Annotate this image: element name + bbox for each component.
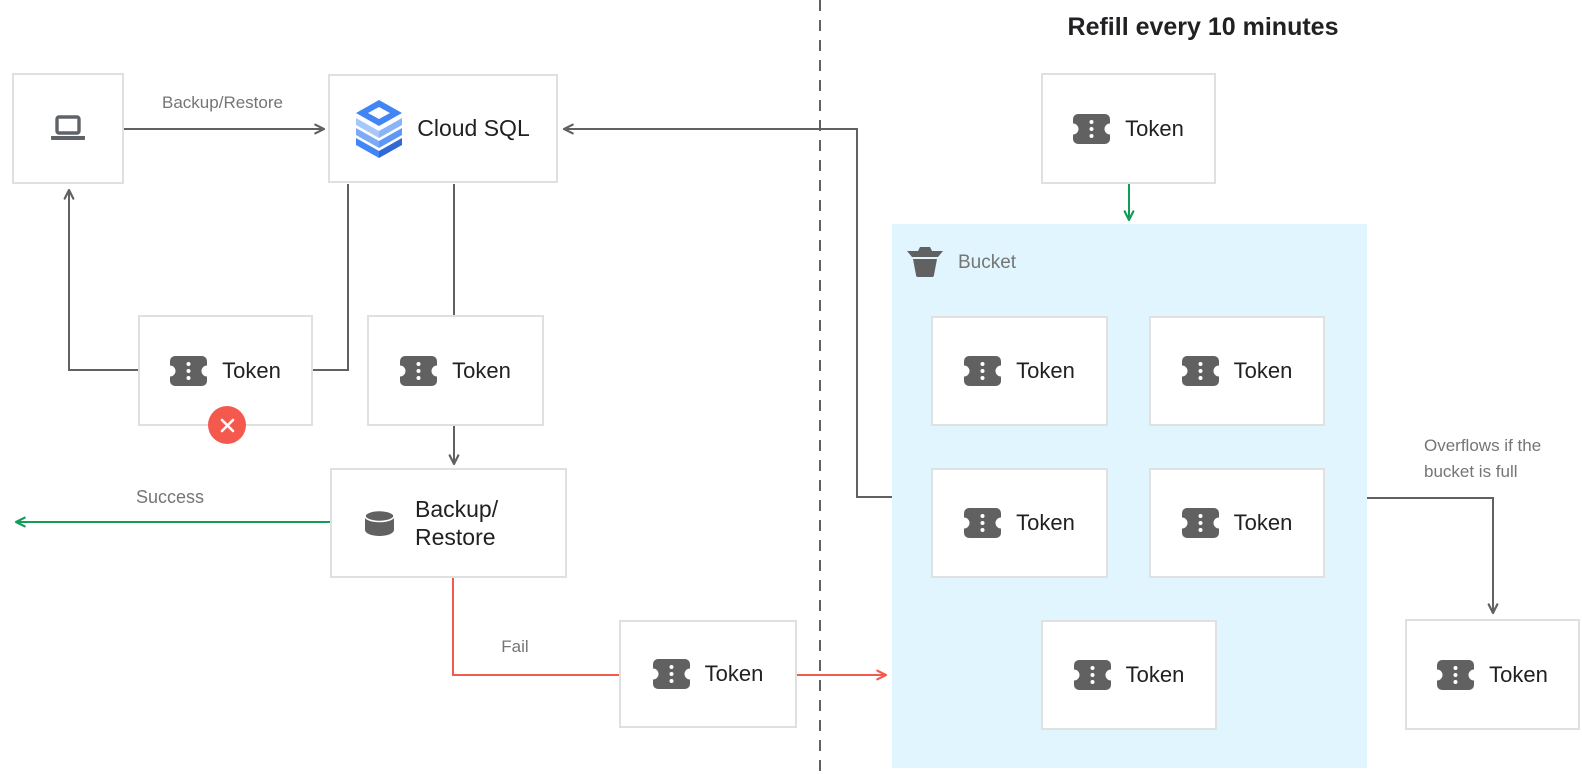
token-box-bucket-3: Token xyxy=(931,468,1108,578)
token-label: Token xyxy=(452,357,511,383)
token-label: Token xyxy=(1489,661,1548,687)
token-icon xyxy=(1437,659,1475,690)
token-box-bucket-1: Token xyxy=(931,316,1108,426)
token-icon xyxy=(170,355,208,386)
success-label: Success xyxy=(135,487,205,507)
backup-restore-label: Backup/ Restore xyxy=(415,495,498,551)
backup-restore-arrow-label: Backup/Restore xyxy=(162,93,283,112)
token-box-request: Token xyxy=(367,315,544,426)
token-box-overflow: Token xyxy=(1405,619,1580,730)
database-icon xyxy=(362,509,397,537)
overflow-label-line1: Overflows if the xyxy=(1424,436,1542,455)
refill-title: Refill every 10 minutes xyxy=(1067,13,1339,41)
overflow-label-line2: bucket is full xyxy=(1424,462,1518,481)
token-box-bucket-4: Token xyxy=(1149,468,1325,578)
token-label: Token xyxy=(1233,358,1293,383)
token-icon xyxy=(1181,356,1219,386)
token-label: Token xyxy=(1233,510,1293,535)
token-icon xyxy=(1181,508,1219,538)
token-label: Token xyxy=(1125,662,1185,687)
token-icon xyxy=(1073,660,1111,690)
client-box xyxy=(12,73,124,184)
token-label: Token xyxy=(1125,115,1184,141)
cloud-sql-icon xyxy=(356,99,403,158)
token-icon xyxy=(1073,113,1111,144)
token-box-fail: Token xyxy=(619,620,797,728)
fail-label: Fail xyxy=(501,637,529,656)
backup-restore-line2: Restore xyxy=(415,524,496,550)
error-x-icon xyxy=(208,406,246,444)
token-icon xyxy=(400,355,438,386)
overflow-label: Overflows if the bucket is full xyxy=(1424,433,1541,485)
bucket-tag: Bucket xyxy=(906,247,1016,278)
cloud-sql-label: Cloud SQL xyxy=(417,115,530,141)
token-label: Token xyxy=(1016,510,1075,535)
token-label: Token xyxy=(704,661,764,686)
token-label: Token xyxy=(222,357,281,383)
token-box-bucket-2: Token xyxy=(1149,316,1325,426)
token-icon xyxy=(964,508,1002,538)
token-label: Token xyxy=(1016,358,1075,383)
bucket-icon xyxy=(906,247,944,278)
token-box-bucket-5: Token xyxy=(1041,620,1217,730)
token-icon xyxy=(652,659,690,689)
bucket-label: Bucket xyxy=(958,251,1017,273)
token-box-refill: Token xyxy=(1041,73,1216,184)
arrow-bucket-to-cloudsql xyxy=(562,123,892,498)
arrow-overflow xyxy=(1367,497,1499,615)
backup-restore-line1: Backup/ xyxy=(415,496,499,522)
token-icon xyxy=(964,356,1002,386)
backup-restore-box: Backup/ Restore xyxy=(330,468,567,578)
cloud-sql-box: Cloud SQL xyxy=(328,74,558,183)
laptop-icon xyxy=(48,114,88,143)
